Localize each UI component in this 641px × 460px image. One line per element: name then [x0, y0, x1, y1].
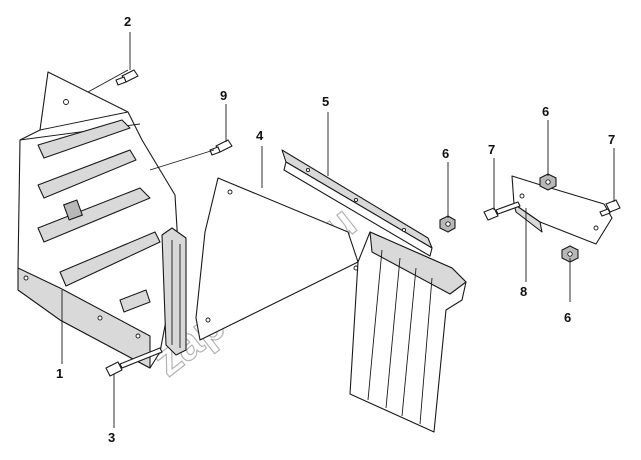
- part-7-bolt-right: [599, 199, 621, 217]
- callout-6-top-right: 6: [542, 104, 549, 119]
- callout-9: 9: [220, 88, 227, 103]
- part-3-bolt: [105, 347, 163, 377]
- part-7-bolt-left: [483, 201, 521, 221]
- part-6-nut-middle: [439, 215, 456, 233]
- callout-2: 2: [124, 14, 131, 29]
- callout-4: 4: [256, 128, 264, 143]
- callout-6-middle: 6: [442, 146, 449, 161]
- callout-8: 8: [520, 284, 527, 299]
- part-6-nut-bottom-right: [561, 245, 579, 263]
- callout-7-right: 7: [608, 132, 615, 147]
- part-4-mud-flap: [195, 177, 467, 433]
- callout-7-left: 7: [488, 142, 495, 157]
- part-1-guard-bracket: [17, 71, 187, 369]
- callout-1: 1: [56, 366, 63, 381]
- callout-5: 5: [322, 94, 329, 109]
- leader-lines: [61, 32, 615, 428]
- callout-3: 3: [108, 430, 115, 445]
- callout-6-bottom-right: 6: [564, 310, 571, 325]
- callout-labels: 1 2 3 4 5 6 6 6 7 7 8 9: [56, 14, 615, 445]
- part-9-bolt: [149, 139, 233, 171]
- part-6-nut-top-right: [539, 173, 557, 191]
- part-8-bracket-plate: [511, 175, 613, 245]
- part-2-bolt: [87, 69, 139, 93]
- part-5-strip: [281, 149, 433, 257]
